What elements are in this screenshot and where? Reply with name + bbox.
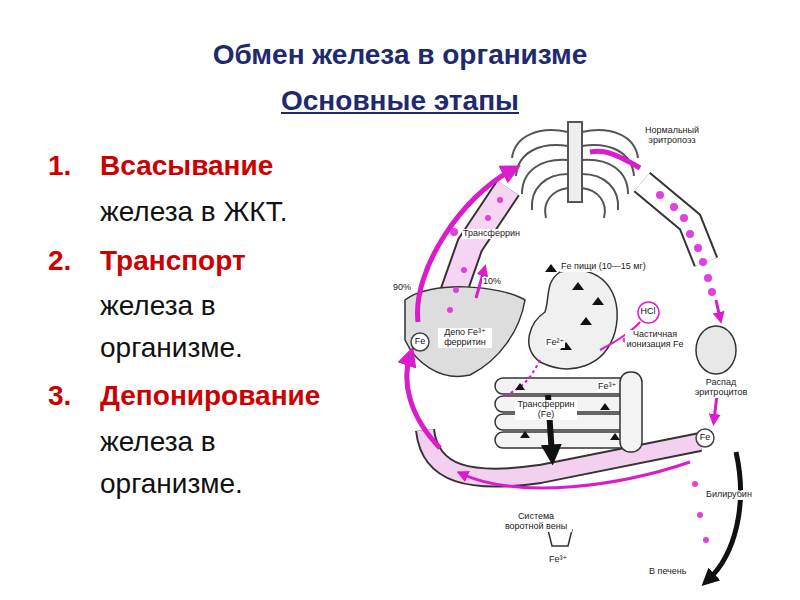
slide-title: Обмен железа в организме: [0, 38, 800, 72]
iron-dot: [694, 244, 702, 252]
rib: [582, 174, 618, 210]
ion-label: Fe³⁺: [548, 555, 568, 565]
percent-label: 10%: [482, 277, 502, 287]
percent-label: 90%: [392, 283, 412, 293]
iron-triangle: [592, 297, 604, 305]
intestine-loop: [495, 378, 635, 394]
iron-dot: [680, 214, 688, 222]
iron-dot: [461, 267, 467, 273]
iron-dot: [450, 228, 458, 236]
diagram-label: Система воротной вены: [500, 512, 572, 532]
iron-dot: [497, 197, 503, 203]
flow-arrow: [418, 170, 512, 322]
iron-dot: [670, 203, 678, 211]
list-number: 2.: [48, 244, 71, 278]
spleen: [696, 326, 736, 374]
list-number: 1.: [48, 149, 71, 183]
flow-arrow: [505, 360, 540, 395]
flow-arrow: [716, 300, 720, 318]
stomach: [529, 270, 617, 369]
intestines: [495, 372, 642, 452]
step-heading: Всасывание: [100, 149, 273, 183]
step-text: железа в организме.: [100, 285, 300, 369]
iron-dot: [447, 307, 453, 313]
iron-dot: [692, 481, 698, 487]
diagram-label: Билирубин: [705, 490, 753, 500]
rib: [545, 188, 568, 218]
list-number: 3.: [48, 379, 71, 413]
rib: [532, 174, 568, 210]
diagram-label: Трансферрин (Fe): [515, 400, 577, 420]
ribcage: [512, 122, 638, 218]
diagram-label: Депо Fe³⁺ ферритин: [438, 328, 492, 348]
iron-dot: [485, 215, 491, 221]
step-heading: Депонирование: [100, 379, 320, 413]
node-text: Fe: [415, 337, 426, 347]
ion-label: Fe³⁺: [597, 382, 617, 392]
iron-triangle: [520, 431, 530, 438]
diagram-label: Распад эритроцитов: [688, 378, 754, 398]
rib: [582, 188, 605, 218]
iron-dot: [697, 512, 703, 518]
iron-dot: [708, 288, 716, 296]
flow-arrow: [462, 462, 690, 488]
bilirubin-arrow: [708, 452, 740, 580]
iron-triangle: [610, 433, 620, 440]
iron-dots: [447, 191, 716, 543]
node-text: HCl: [641, 307, 656, 317]
circle-shape: [638, 302, 659, 323]
iron-triangle: [545, 264, 557, 272]
rib: [512, 130, 568, 158]
intestine-loop: [495, 432, 635, 448]
hcl-circle: HCl: [637, 301, 660, 324]
subtitle: Основные этапы: [0, 84, 800, 118]
iron-flow-arrows: [407, 151, 720, 488]
iron-dot: [703, 537, 709, 543]
flow-arrow: [590, 151, 640, 168]
diagram-label: Частичная ионизация Fe: [625, 330, 685, 350]
iron-triangle: [580, 317, 592, 325]
step-text: железа в организме.: [100, 421, 300, 505]
diagram-label: Нормальный эритропоэз: [640, 126, 704, 146]
node-text: Fe: [700, 433, 711, 443]
diagram-label: Fe пищи (10—15 мг): [560, 262, 647, 272]
step-heading: Транспорт: [100, 244, 246, 278]
diagram-label: Трансферрин: [462, 229, 521, 239]
iron-triangle: [600, 403, 610, 410]
iron-dot: [699, 258, 707, 266]
liver: [405, 287, 525, 377]
diagram-label: В печень: [648, 567, 687, 577]
flow-arrow: [407, 356, 440, 448]
excretion-cup: [548, 530, 572, 546]
iron-dot: [686, 230, 694, 238]
circle-shape: [411, 333, 429, 351]
circle-shape: [696, 429, 714, 447]
iron-dot: [704, 274, 712, 282]
iron-triangle: [515, 383, 525, 390]
sternum: [568, 122, 582, 202]
vessel-tube: [642, 182, 706, 262]
step-text: железа в ЖКТ.: [100, 191, 390, 233]
ion-label: Fe²⁺: [545, 338, 565, 348]
colon: [620, 372, 642, 452]
iron-dot: [453, 287, 459, 293]
food-iron-marks: [515, 264, 620, 440]
iron-circle: Fe: [410, 332, 430, 352]
vessel-lumen: [642, 182, 706, 262]
iron-dot: [656, 191, 664, 199]
iron-circle: Fe: [695, 428, 715, 448]
iron-triangle: [572, 282, 584, 290]
